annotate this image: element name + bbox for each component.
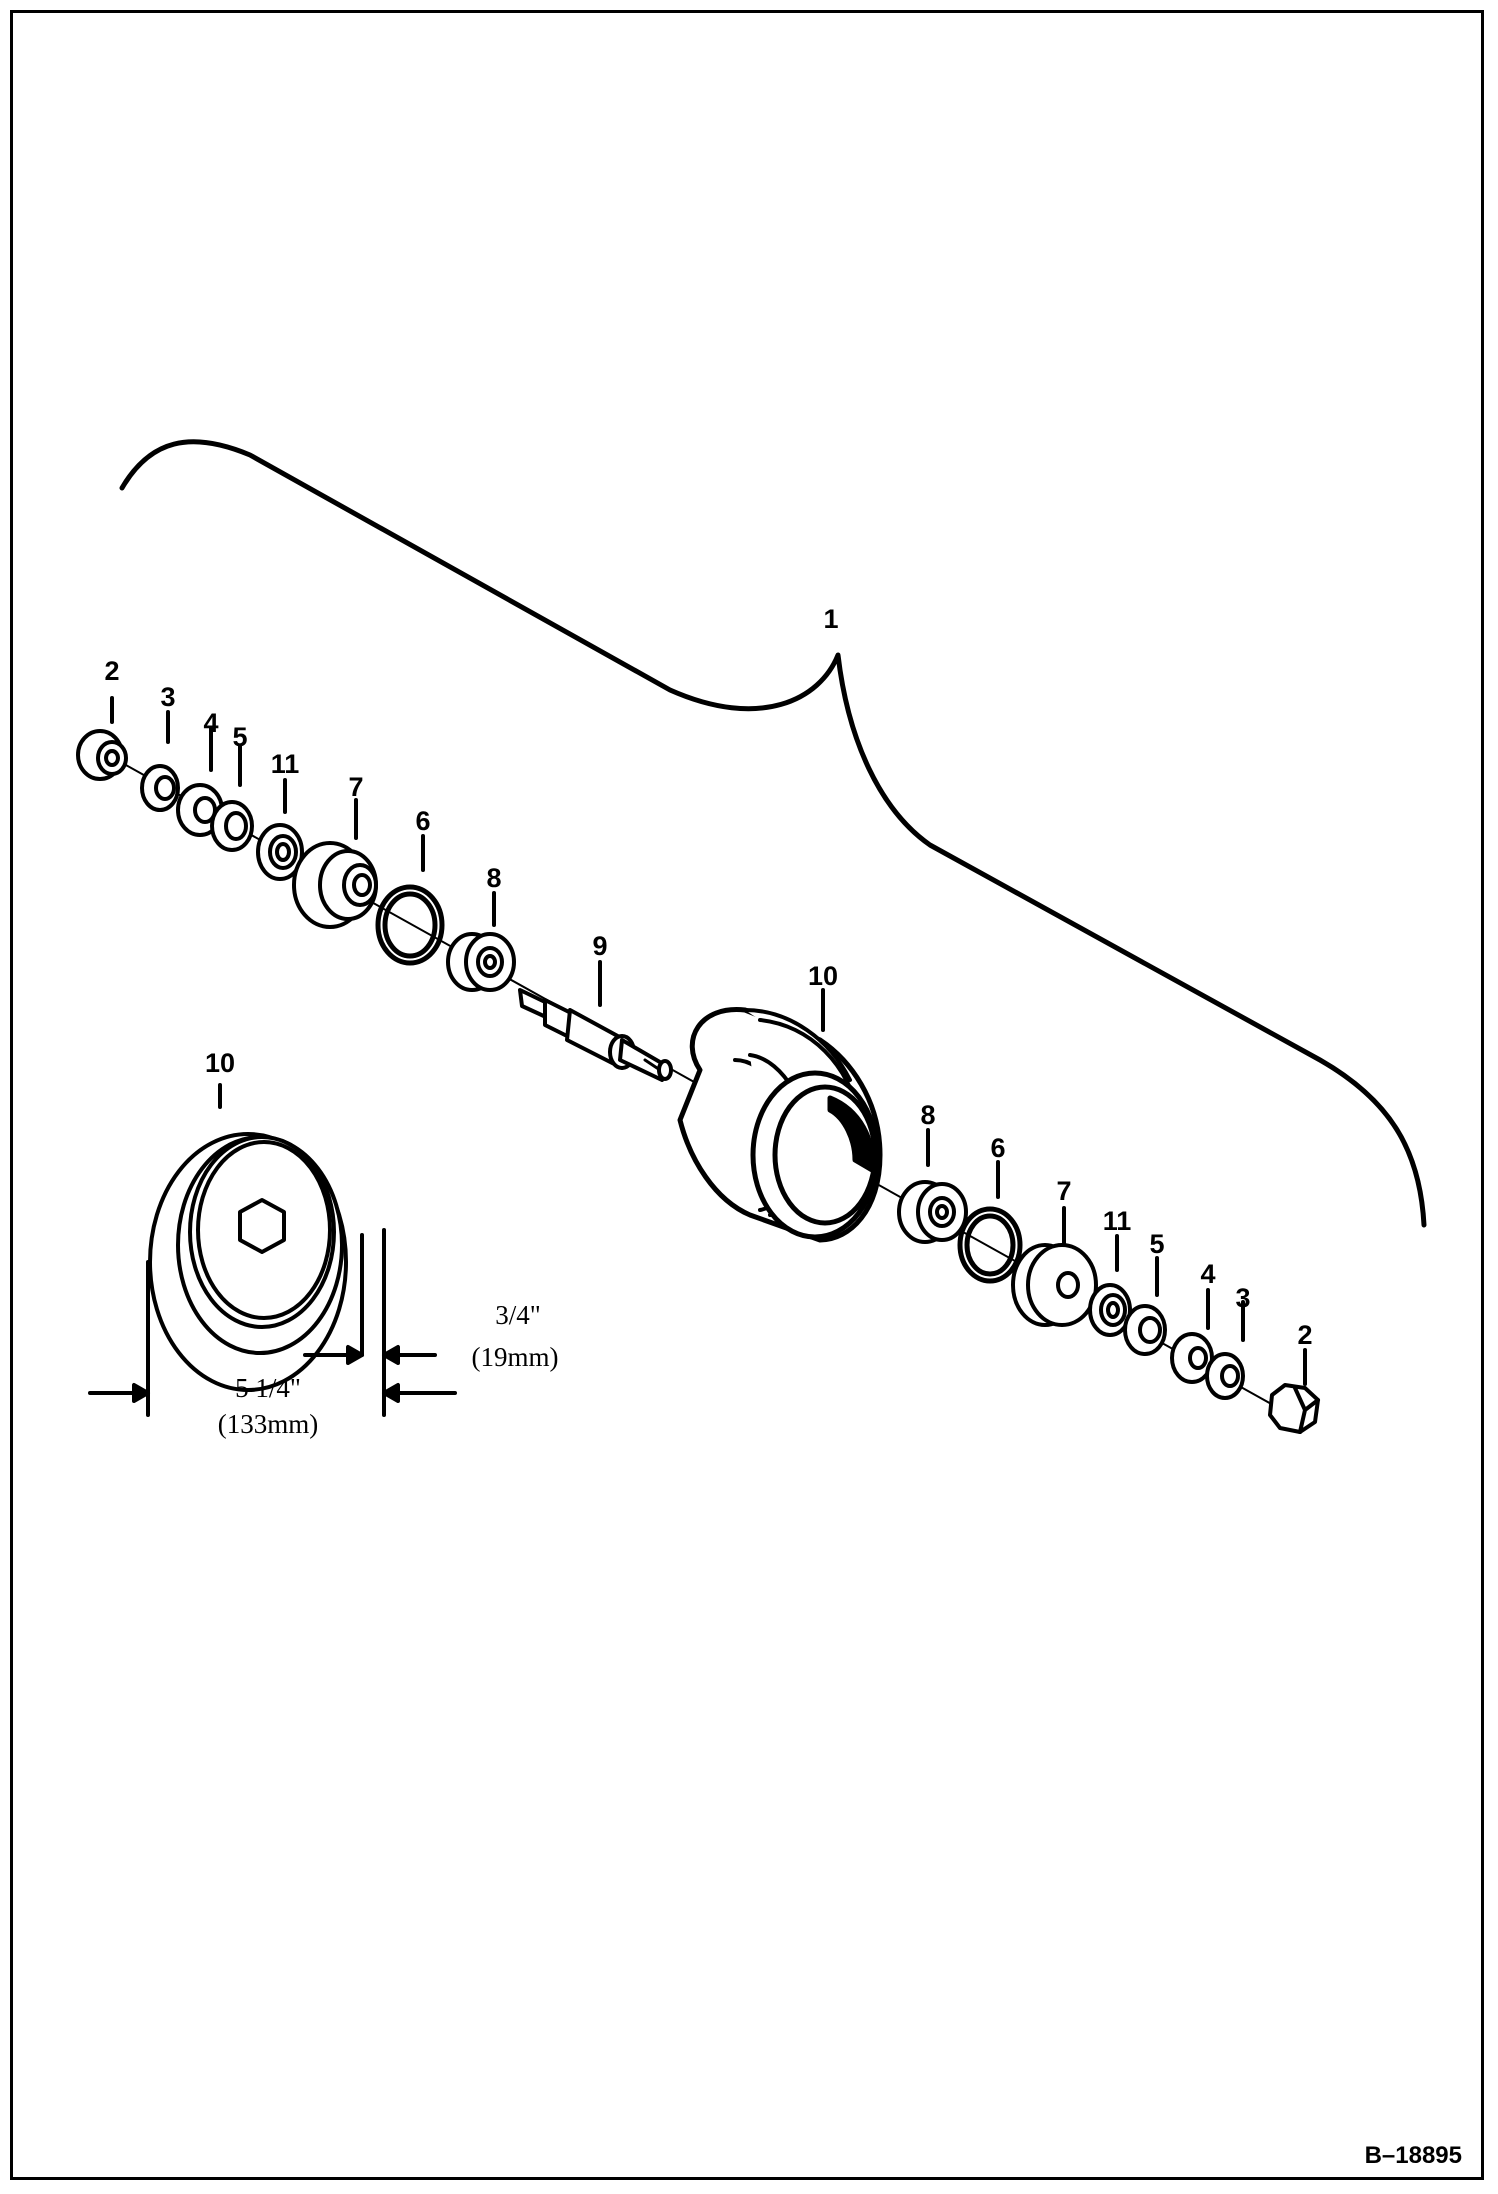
dim-flange-width: 3/4" xyxy=(495,1300,541,1330)
left-washer-5 xyxy=(210,800,254,852)
callout-right-snap-ring-6: 6 xyxy=(990,1133,1005,1163)
drawing-frame xyxy=(10,10,1484,2180)
callout-detail-roller-10: 10 xyxy=(205,1048,235,1078)
right-seal-11 xyxy=(1088,1283,1132,1337)
callout-right-bearing-8: 8 xyxy=(920,1100,935,1130)
callout-right-seal-11: 11 xyxy=(1103,1206,1132,1236)
callout-right-nut: 2 xyxy=(1297,1320,1312,1350)
right-nut xyxy=(1268,1383,1320,1434)
right-washer-3 xyxy=(1205,1352,1245,1400)
callout-roller-10: 10 xyxy=(808,961,838,991)
callout-right-washer-4: 4 xyxy=(1200,1259,1215,1289)
left-collar-7 xyxy=(292,841,378,929)
leader-lines xyxy=(110,696,1307,1386)
callout-left-nut: 2 xyxy=(104,656,119,686)
callout-left-bearing-8: 8 xyxy=(486,863,501,893)
callout-left-washer-3: 3 xyxy=(160,682,175,712)
dim-flange-width-metric: (19mm) xyxy=(472,1342,559,1372)
callout-left-washer-5: 5 xyxy=(232,722,247,752)
callout-assembly: 1 xyxy=(823,604,838,634)
right-collar-7 xyxy=(1011,1243,1098,1327)
callout-right-washer-5: 5 xyxy=(1149,1229,1164,1259)
right-washer-4 xyxy=(1170,1332,1214,1384)
dim-diameter-metric: (133mm) xyxy=(218,1409,319,1439)
left-nut xyxy=(76,729,128,781)
right-bearing-8 xyxy=(897,1180,968,1244)
callout-left-snap-ring-6: 6 xyxy=(415,806,430,836)
callout-left-seal-11: 11 xyxy=(271,749,300,779)
detail-roller-10 xyxy=(148,1132,348,1392)
callout-shaft-9: 9 xyxy=(592,931,607,961)
callout-left-collar-7: 7 xyxy=(348,772,363,802)
dimension-lines xyxy=(88,1228,457,1417)
left-snap-ring-6 xyxy=(375,884,445,966)
assembly-brace xyxy=(119,439,1427,1228)
callout-left-washer-4: 4 xyxy=(203,708,218,738)
dim-diameter: 5 1/4" xyxy=(235,1373,301,1403)
callout-right-washer-3: 3 xyxy=(1235,1283,1250,1313)
left-washer-3 xyxy=(140,764,180,812)
right-snap-ring-6 xyxy=(957,1206,1023,1284)
figure-id: B–18895 xyxy=(1365,2142,1462,2169)
roller-10 xyxy=(677,1007,883,1243)
shaft-9 xyxy=(518,988,673,1082)
right-washer-5 xyxy=(1123,1304,1167,1356)
callout-right-collar-7: 7 xyxy=(1056,1176,1071,1206)
hex-socket-icon xyxy=(238,1198,286,1254)
left-bearing-8 xyxy=(446,932,516,992)
left-seal-11 xyxy=(256,823,304,881)
